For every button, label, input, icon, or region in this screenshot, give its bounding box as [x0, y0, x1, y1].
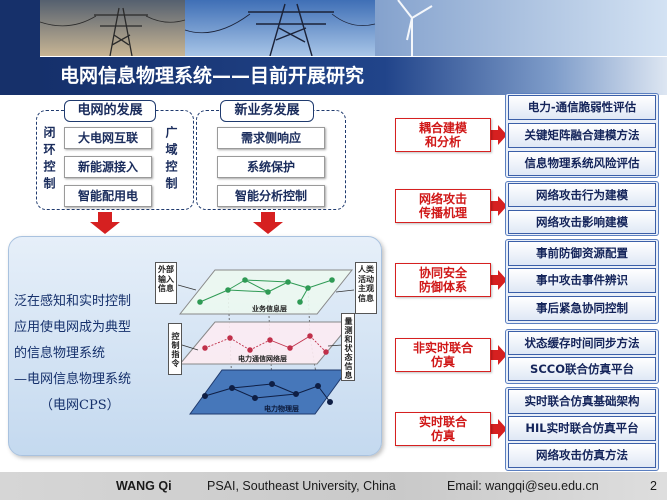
research-item: 事后紧急协同控制 — [508, 296, 656, 321]
grid-development-title: 电网的发展 — [64, 100, 156, 122]
research-area-attack-propagation: 网络攻击 传播机理 — [395, 189, 491, 223]
research-area-label-line: 仿真 — [430, 429, 455, 443]
cps-text-line: 的信息物理系统 — [14, 346, 106, 361]
business-item-intelligent-control: 智能分析控制 — [217, 185, 325, 207]
page-number: 2 — [650, 479, 657, 493]
research-item: 状态缓存时间同步方法 — [508, 331, 656, 355]
human-activity-label: 人类活动主观信息 — [355, 262, 377, 314]
red-down-arrow-icon — [90, 212, 120, 234]
header-photo-banner — [0, 0, 667, 56]
research-item: 电力-通信脆弱性评估 — [508, 95, 656, 120]
power-pylon-center — [184, 3, 376, 56]
research-area-realtime-cosim: 实时联合 仿真 — [395, 412, 491, 446]
research-area-coupling: 耦合建模 和分析 — [395, 118, 491, 152]
external-input-label: 外部输入信息 — [155, 262, 177, 304]
red-down-arrow-icon — [253, 212, 283, 234]
research-area-offline-cosim: 非实时联合 仿真 — [395, 338, 491, 372]
research-item: 关键矩阵融合建模方法 — [508, 123, 656, 148]
closed-loop-control-label: 闭环控制 — [42, 126, 56, 194]
research-area-label-line: 非实时联合 — [412, 341, 473, 355]
research-area-label-line: 传播机理 — [418, 206, 467, 220]
research-item: 事前防御资源配置 — [508, 241, 656, 266]
footer-email: Email: wangqi@seu.edu.cn — [447, 479, 599, 493]
research-item: HIL实时联合仿真平台 — [508, 416, 656, 441]
research-area-label-line: 网络攻击 — [418, 192, 467, 206]
research-item: 网络攻击行为建模 — [508, 183, 656, 207]
research-item: 实时联合仿真基础架构 — [508, 389, 656, 414]
corner-accent-block — [0, 0, 40, 95]
research-item: 事中攻击事件辨识 — [508, 268, 656, 293]
control-command-label: 控制指令 — [168, 323, 182, 375]
measurement-state-label: 量测和状态信息 — [341, 313, 355, 381]
cps-text-line: —电网信息物理系统 — [14, 372, 132, 387]
power-pylon-left — [39, 7, 186, 56]
footer-affiliation: PSAI, Southeast University, China — [207, 479, 396, 493]
wind-turbine — [397, 0, 433, 56]
business-item-system-protection: 系统保护 — [217, 156, 325, 178]
research-item: 信息物理系统风险评估 — [508, 151, 656, 176]
research-area-label-line: 协同安全 — [418, 266, 467, 280]
cps-text-line: 泛在感知和实时控制 — [14, 294, 132, 309]
research-area-label-line: 防御体系 — [418, 280, 467, 294]
business-item-demand-response: 需求侧响应 — [217, 127, 325, 149]
slide-footer — [0, 472, 667, 500]
grid-item-smart-distribution: 智能配用电 — [64, 185, 152, 207]
slide-title: 电网信息物理系统——目前开展研究 — [40, 57, 667, 95]
research-item: 网络攻击影响建模 — [508, 210, 656, 234]
research-area-label-line: 耦合建模 — [418, 121, 467, 135]
cps-text-line: 应用使电网成为典型 — [14, 320, 132, 335]
research-item: 网络攻击仿真方法 — [508, 443, 656, 468]
grid-item-interconnection: 大电网互联 — [64, 127, 152, 149]
research-item: SCCO联合仿真平台 — [508, 357, 656, 381]
new-business-title: 新业务发展 — [220, 100, 314, 122]
wide-area-control-label: 广域控制 — [164, 126, 178, 194]
research-area-label-line: 和分析 — [424, 135, 461, 149]
grid-item-renewables: 新能源接入 — [64, 156, 152, 178]
research-area-label-line: 实时联合 — [418, 415, 467, 429]
footer-author: WANG Qi — [116, 479, 172, 493]
research-area-defense: 协同安全 防御体系 — [395, 263, 491, 297]
cps-text-line: （电网CPS） — [40, 398, 120, 413]
research-area-label-line: 仿真 — [430, 355, 455, 369]
